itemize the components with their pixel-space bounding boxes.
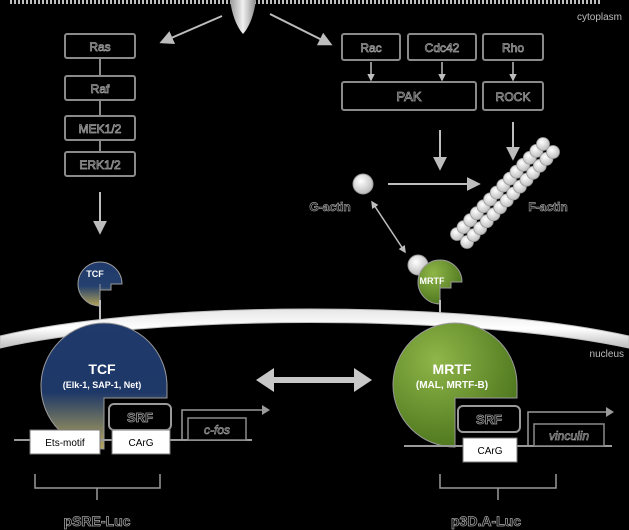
arrow-receptor-to-ras (159, 15, 223, 44)
mek-label: MEK1/2 (79, 122, 122, 136)
cfos-gene-label: c-fos (204, 423, 230, 437)
tcf-small-label: TCF (86, 269, 104, 279)
vinculin-gene-box (533, 423, 605, 447)
arrow-mrtf-gactin (371, 200, 406, 254)
p3da-luc-label: p3D.A-Luc (451, 513, 521, 529)
rac-label: Rac (360, 41, 381, 55)
g-actin-label: G-actin (309, 200, 350, 214)
psre-luc-label: pSRE-Luc (64, 513, 131, 529)
g-actin-icon (352, 173, 374, 195)
mrtf-small-label: MRTF (420, 276, 445, 286)
mrtf-small-icon (417, 259, 463, 305)
mapk-pathway: Ras Raf MEK1/2 ERK1/2 (64, 33, 136, 177)
tcf-complex: TCF (Elk-1, SAP-1, Net) SRF Ets-motif CA… (14, 322, 270, 529)
nucleus-label: nucleus (590, 349, 624, 360)
rock-label: ROCK (496, 90, 531, 104)
tcf-carg-label: CArG (129, 438, 154, 449)
tcf-small-icon (77, 261, 123, 307)
receptor-icon (230, 0, 256, 34)
mrtf-carg-box (462, 437, 518, 463)
ets-motif-label: Ets-motif (45, 438, 85, 449)
mrtf-srf-box (457, 405, 521, 433)
f-actin-bead (546, 145, 560, 159)
tcf-title: TCF (88, 361, 116, 377)
tcf-srf-label: SRF (127, 410, 153, 425)
erk-label: ERK1/2 (79, 158, 121, 172)
nuclear-envelope (0, 308, 629, 349)
f-actin-label: F-actin (528, 200, 567, 214)
tcf-subtitle: (Elk-1, SAP-1, Net) (63, 380, 142, 390)
rho-label: Rho (502, 41, 524, 55)
f-actin-icon (450, 137, 560, 249)
ets-motif-box (29, 429, 101, 455)
mrtf-title: MRTF (433, 361, 472, 377)
cytoplasm-label: cytoplasm (577, 12, 622, 23)
f-actin-bead (536, 137, 550, 151)
mrtf-complex: MRTF (MAL, MRTF-B) SRF CArG vinculin p3D… (392, 322, 614, 529)
p3da-bracket (439, 474, 557, 489)
mrtf-subtitle: (MAL, MRTF-B) (416, 380, 488, 391)
rho-pathway: Rac Cdc42 Rho PAK ROCK (341, 33, 544, 111)
tcf-carg-box (111, 429, 171, 455)
pak-label: PAK (396, 89, 421, 104)
arrow-receptor-to-rac (269, 13, 333, 46)
raf-label: Raf (91, 82, 110, 96)
vinculin-gene-label: vinculin (549, 429, 589, 443)
mrtf-protein-icon (392, 322, 518, 448)
psre-bracket (34, 474, 161, 489)
cfos-gene-box (187, 417, 247, 441)
cdc42-label: Cdc42 (425, 41, 460, 55)
mrtf-srf-label: SRF (476, 412, 502, 427)
mrtf-carg-label: CArG (478, 446, 503, 457)
ras-label: Ras (89, 40, 110, 54)
